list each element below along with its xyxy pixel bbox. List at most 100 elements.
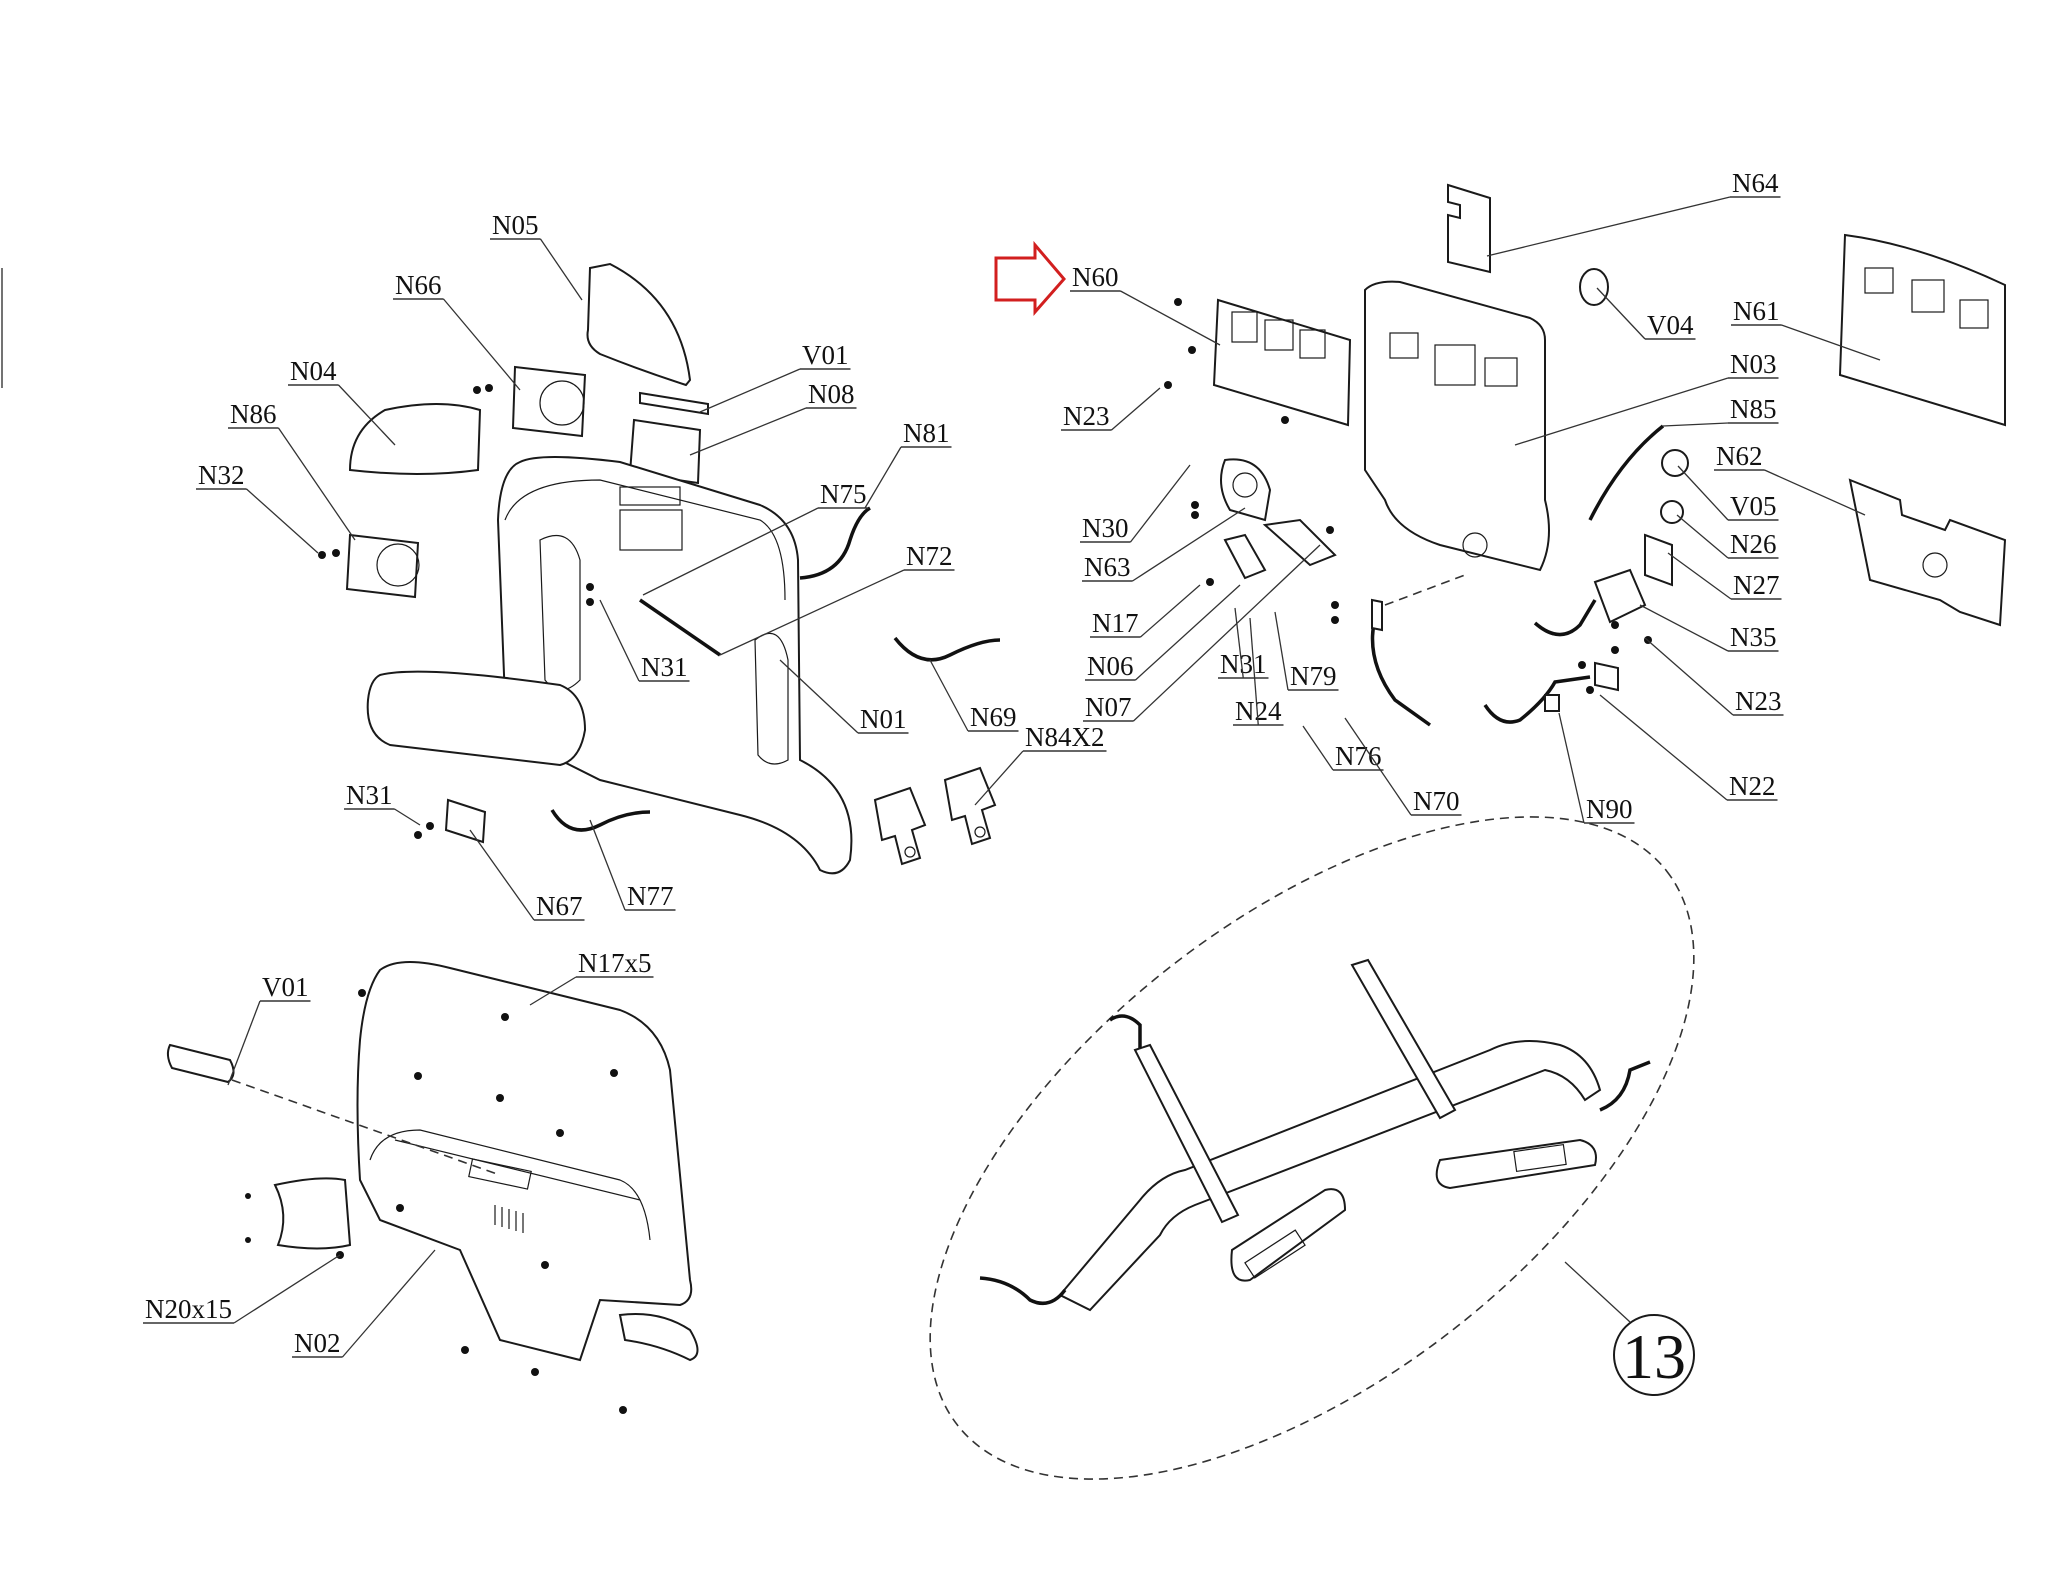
callout-label: N23 <box>1735 686 1782 716</box>
part-n76-cable <box>1370 617 1432 727</box>
callout-label: N69 <box>970 702 1017 732</box>
assembly-13-outline <box>929 816 1695 1480</box>
callout-n81: N81 <box>864 418 952 509</box>
screw <box>1611 646 1619 654</box>
part-n62-overlay <box>1848 478 2007 627</box>
leader-line <box>342 1249 436 1358</box>
screw <box>586 598 594 606</box>
screw <box>473 386 481 394</box>
callout-n27: N27 <box>1667 552 1782 600</box>
part-n67-bracket <box>444 798 487 844</box>
handlebar-upright-left <box>1133 1043 1240 1224</box>
screw <box>426 822 434 830</box>
screw <box>1188 346 1196 354</box>
assembly-13-label: 13 <box>1622 1321 1686 1392</box>
part-n79-bracket <box>1371 598 1383 632</box>
part-n35-cable <box>1533 599 1597 637</box>
part-n85-cable <box>1588 424 1665 521</box>
part-n04-cover <box>348 403 482 475</box>
callout-n02: N02 <box>292 1249 436 1358</box>
leader-line <box>779 659 859 734</box>
callout-n20x15: N20x15 <box>143 1254 341 1324</box>
screw <box>461 1346 469 1354</box>
screw <box>556 1129 564 1137</box>
highlight-arrow-icon <box>994 240 1066 316</box>
callout-label: N20x15 <box>145 1294 232 1324</box>
leader-line <box>1234 607 1244 679</box>
part-console-armrest <box>366 670 587 767</box>
callout-n08: N08 <box>689 379 857 456</box>
callout-label: N07 <box>1085 692 1132 722</box>
callout-label: N84X2 <box>1025 722 1105 752</box>
part-n07-duct <box>1262 518 1337 567</box>
callout-label: N04 <box>290 356 337 386</box>
callout-label: N66 <box>395 270 442 300</box>
callout-n60: N60 <box>1070 262 1221 346</box>
part-n06-duct <box>1223 533 1267 580</box>
callout-n03: N03 <box>1514 349 1779 446</box>
screw <box>531 1368 539 1376</box>
part-n60-board <box>1212 298 1352 427</box>
leader-line <box>1677 465 1729 521</box>
callout-n23a: N23 <box>1061 387 1161 431</box>
leader-line <box>1781 324 1881 361</box>
screw <box>358 989 366 997</box>
callout-label: N23 <box>1063 401 1110 431</box>
leader-line <box>1140 584 1201 638</box>
leader-line <box>1120 290 1221 346</box>
leader-line <box>1644 637 1734 716</box>
callout-n07: N07 <box>1083 544 1321 722</box>
part-n30-fan <box>1220 458 1272 522</box>
callout-n01: N01 <box>779 659 909 734</box>
callout-label: N27 <box>1733 570 1780 600</box>
callout-n30: N30 <box>1080 464 1191 543</box>
leader-line <box>1667 552 1732 600</box>
callout-label: N60 <box>1072 262 1119 292</box>
leader-line <box>233 1254 341 1324</box>
callout-label: N61 <box>1733 296 1780 326</box>
part-n84-plate-1 <box>873 786 927 866</box>
callout-label: N31 <box>346 780 393 810</box>
callout-n76: N76 <box>1302 725 1384 771</box>
callout-n26: N26 <box>1676 514 1779 559</box>
leader-line <box>277 427 356 541</box>
callout-label: N17 <box>1092 608 1139 638</box>
handlebar-grip-right <box>1435 1138 1597 1190</box>
leader-line <box>529 976 577 1006</box>
leader-line <box>1676 514 1729 559</box>
screw <box>1174 298 1182 306</box>
leader-line <box>394 808 421 826</box>
screw <box>245 1237 251 1243</box>
callout-label: N70 <box>1413 786 1460 816</box>
callout-n23b: N23 <box>1644 637 1784 716</box>
leader-line <box>599 599 640 682</box>
leader-line <box>469 829 535 921</box>
part-n27-switch <box>1644 533 1673 587</box>
screw <box>1164 381 1172 389</box>
screw <box>541 1261 549 1269</box>
handlebar-cable-top <box>1109 1014 1142 1048</box>
callout-label: V05 <box>1730 491 1777 521</box>
callout-n90: N90 <box>1558 712 1635 824</box>
handlebar-main-tube <box>1058 1040 1602 1312</box>
callout-label: N72 <box>906 541 953 571</box>
callout-n69: N69 <box>929 659 1019 732</box>
callout-v01b: V01 <box>227 972 311 1086</box>
part-n69-cable <box>893 636 1001 662</box>
callout-n84x2: N84X2 <box>974 722 1107 806</box>
part-n22-connector <box>1594 661 1619 692</box>
screw <box>619 1406 627 1414</box>
callout-label: N63 <box>1084 552 1131 582</box>
leader-line <box>1132 507 1246 582</box>
callout-n17x5: N17x5 <box>529 948 654 1006</box>
callout-label: N06 <box>1087 651 1134 681</box>
callout-v05: V05 <box>1677 465 1779 521</box>
screw <box>1578 661 1586 669</box>
screw <box>1281 416 1289 424</box>
part-n86-speaker <box>345 533 420 599</box>
handlebar-cable-right <box>1599 1060 1651 1112</box>
callout-label: N86 <box>230 399 277 429</box>
leader-line <box>539 238 583 301</box>
